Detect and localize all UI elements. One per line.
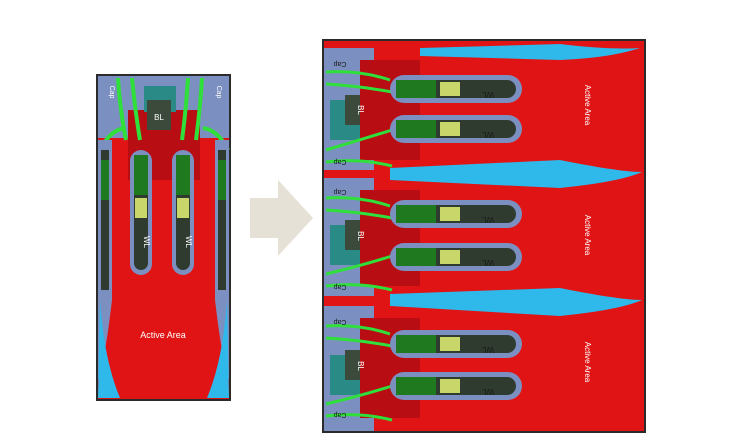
right-cell-2-cap-label-1: Cap (333, 188, 346, 195)
right-cell-1-active-label: Active Area (583, 85, 592, 126)
right-cell-2-active-label: Active Area (583, 215, 592, 256)
right-cell-3-wl-label-2: WL (481, 387, 494, 396)
left-bl-label: BL (154, 113, 164, 122)
right-cell-2-wl-finger-1 (390, 200, 522, 228)
left-cap-label-2: Cap (215, 86, 222, 99)
right-cell-2: Active Area BL WL WL Cap Cap (324, 178, 592, 296)
left-cap-label-1: Cap (108, 86, 115, 99)
right-cell-2-wl-label-2: WL (481, 258, 494, 267)
right-cell-3-cap-label-1: Cap (333, 318, 346, 325)
right-panel: Active Area BL WL WL Cap Cap (322, 39, 646, 433)
separator-top (420, 44, 640, 60)
left-active-area-label: Active Area (140, 330, 186, 340)
right-arrow-icon (250, 180, 313, 256)
right-cell-1-wl-label-2: WL (481, 130, 494, 139)
right-cell-1-cap-label-1: Cap (333, 60, 346, 67)
separator-2 (390, 288, 642, 316)
right-cell-2-bl-label: BL (356, 231, 365, 241)
right-cell-3-wl-label-1: WL (481, 345, 494, 354)
right-cell-3: Active Area BL WL WL Cap Cap (324, 306, 592, 431)
right-cell-3-wl-finger-1 (390, 330, 522, 358)
right-cell-1: Active Area BL WL WL Cap Cap (324, 48, 592, 170)
right-cell-3-active-label: Active Area (583, 342, 592, 383)
left-bl-body (147, 100, 171, 130)
left-wl-finger-1 (130, 150, 152, 275)
right-cell-1-wl-finger-1 (390, 75, 522, 103)
left-panel: Active Area BL WL WL Cap Cap (96, 74, 231, 401)
right-cell-2-cap-label-2: Cap (333, 283, 346, 290)
left-wl-finger-2 (172, 150, 194, 275)
right-cell-3-wl-finger-2 (390, 372, 522, 400)
separator-1 (390, 160, 642, 188)
right-cell-2-wl-label-1: WL (481, 215, 494, 224)
right-cell-2-wl-finger-2 (390, 243, 522, 271)
left-side-walls (98, 140, 229, 398)
left-wl-label-1: WL (142, 236, 151, 249)
right-cell-1-cap-label-2: Cap (333, 158, 346, 165)
right-cell-1-bl-label: BL (356, 105, 365, 115)
right-cell-3-cap-label-2: Cap (333, 411, 346, 418)
right-cell-1-wl-finger-2 (390, 115, 522, 143)
right-cell-3-bl-label: BL (356, 361, 365, 371)
left-wl-label-2: WL (184, 236, 193, 249)
right-cell-1-wl-label-1: WL (481, 90, 494, 99)
